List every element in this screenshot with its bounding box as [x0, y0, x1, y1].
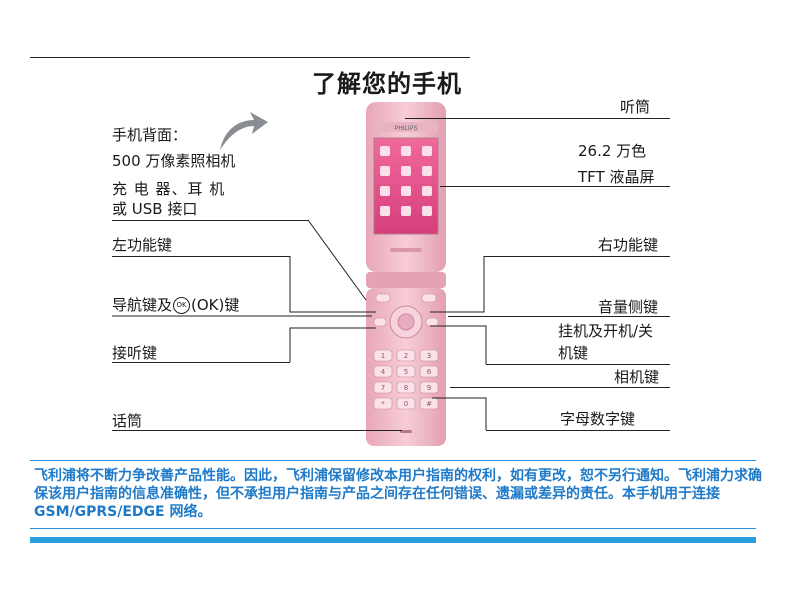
leader-earpiece — [405, 118, 670, 119]
label-right-soft: 右功能键 — [598, 236, 659, 254]
rotate-arrow-icon — [220, 112, 268, 150]
svg-text:5: 5 — [404, 368, 408, 376]
svg-text:*: * — [381, 400, 385, 408]
svg-text:7: 7 — [381, 384, 385, 392]
ok-key-icon: OK — [173, 297, 191, 314]
label-volume: 音量侧键 — [598, 298, 659, 316]
notice-bottom-rule — [30, 528, 756, 529]
leader-volume — [448, 316, 670, 317]
label-back: 手机背面： — [112, 126, 188, 144]
svg-text:3: 3 — [427, 352, 431, 360]
svg-text:0: 0 — [404, 400, 408, 408]
svg-text:#: # — [426, 400, 432, 408]
leader-keypad — [486, 430, 670, 431]
leader-right-soft — [484, 256, 670, 257]
label-earpiece: 听筒 — [620, 98, 651, 116]
label-left-soft: 左功能键 — [112, 236, 173, 254]
label-colors: 26.2 万色 — [578, 142, 647, 160]
svg-text:PHILIPS: PHILIPS — [394, 126, 417, 132]
leader-left-soft — [112, 256, 290, 257]
svg-text:1: 1 — [381, 352, 385, 360]
label-hangup-2: 机键 — [558, 344, 589, 362]
label-camera: 500 万像素照相机 — [112, 152, 236, 170]
svg-text:4: 4 — [381, 368, 386, 376]
svg-text:9: 9 — [427, 384, 431, 392]
label-camera-key: 相机键 — [614, 368, 660, 386]
page-title: 了解您的手机 — [312, 70, 462, 98]
page-footer-bar — [30, 537, 756, 543]
leader-hangup — [486, 364, 670, 365]
disclaimer-notice: 飞利浦将不断力争改善产品性能。因此，飞利浦保留修改本用户指南的权利，如有更改，恕… — [34, 468, 762, 520]
leader-answer — [112, 362, 290, 363]
top-rule — [30, 57, 470, 58]
leader-lcd — [440, 186, 670, 187]
label-keypad: 字母数字键 — [560, 410, 636, 428]
label-lcd: TFT 液晶屏 — [578, 168, 655, 186]
leader-mic — [112, 430, 402, 431]
notice-top-rule — [30, 460, 756, 461]
label-charger-1: 充 电 器、耳 机 — [112, 180, 226, 198]
label-hangup-1: 挂机及开机/关 — [558, 322, 654, 340]
label-charger-2: 或 USB 接口 — [112, 200, 198, 218]
label-mic: 话筒 — [112, 412, 143, 430]
phone-image: PHILIPS 1 2 3 4 5 6 7 8 9 * 0 # — [366, 102, 446, 446]
svg-text:2: 2 — [404, 352, 408, 360]
svg-text:6: 6 — [427, 368, 432, 376]
leader-camera-key — [450, 387, 670, 388]
leader-charger — [112, 220, 308, 221]
label-answer: 接听键 — [112, 344, 158, 362]
svg-text:8: 8 — [404, 384, 408, 392]
